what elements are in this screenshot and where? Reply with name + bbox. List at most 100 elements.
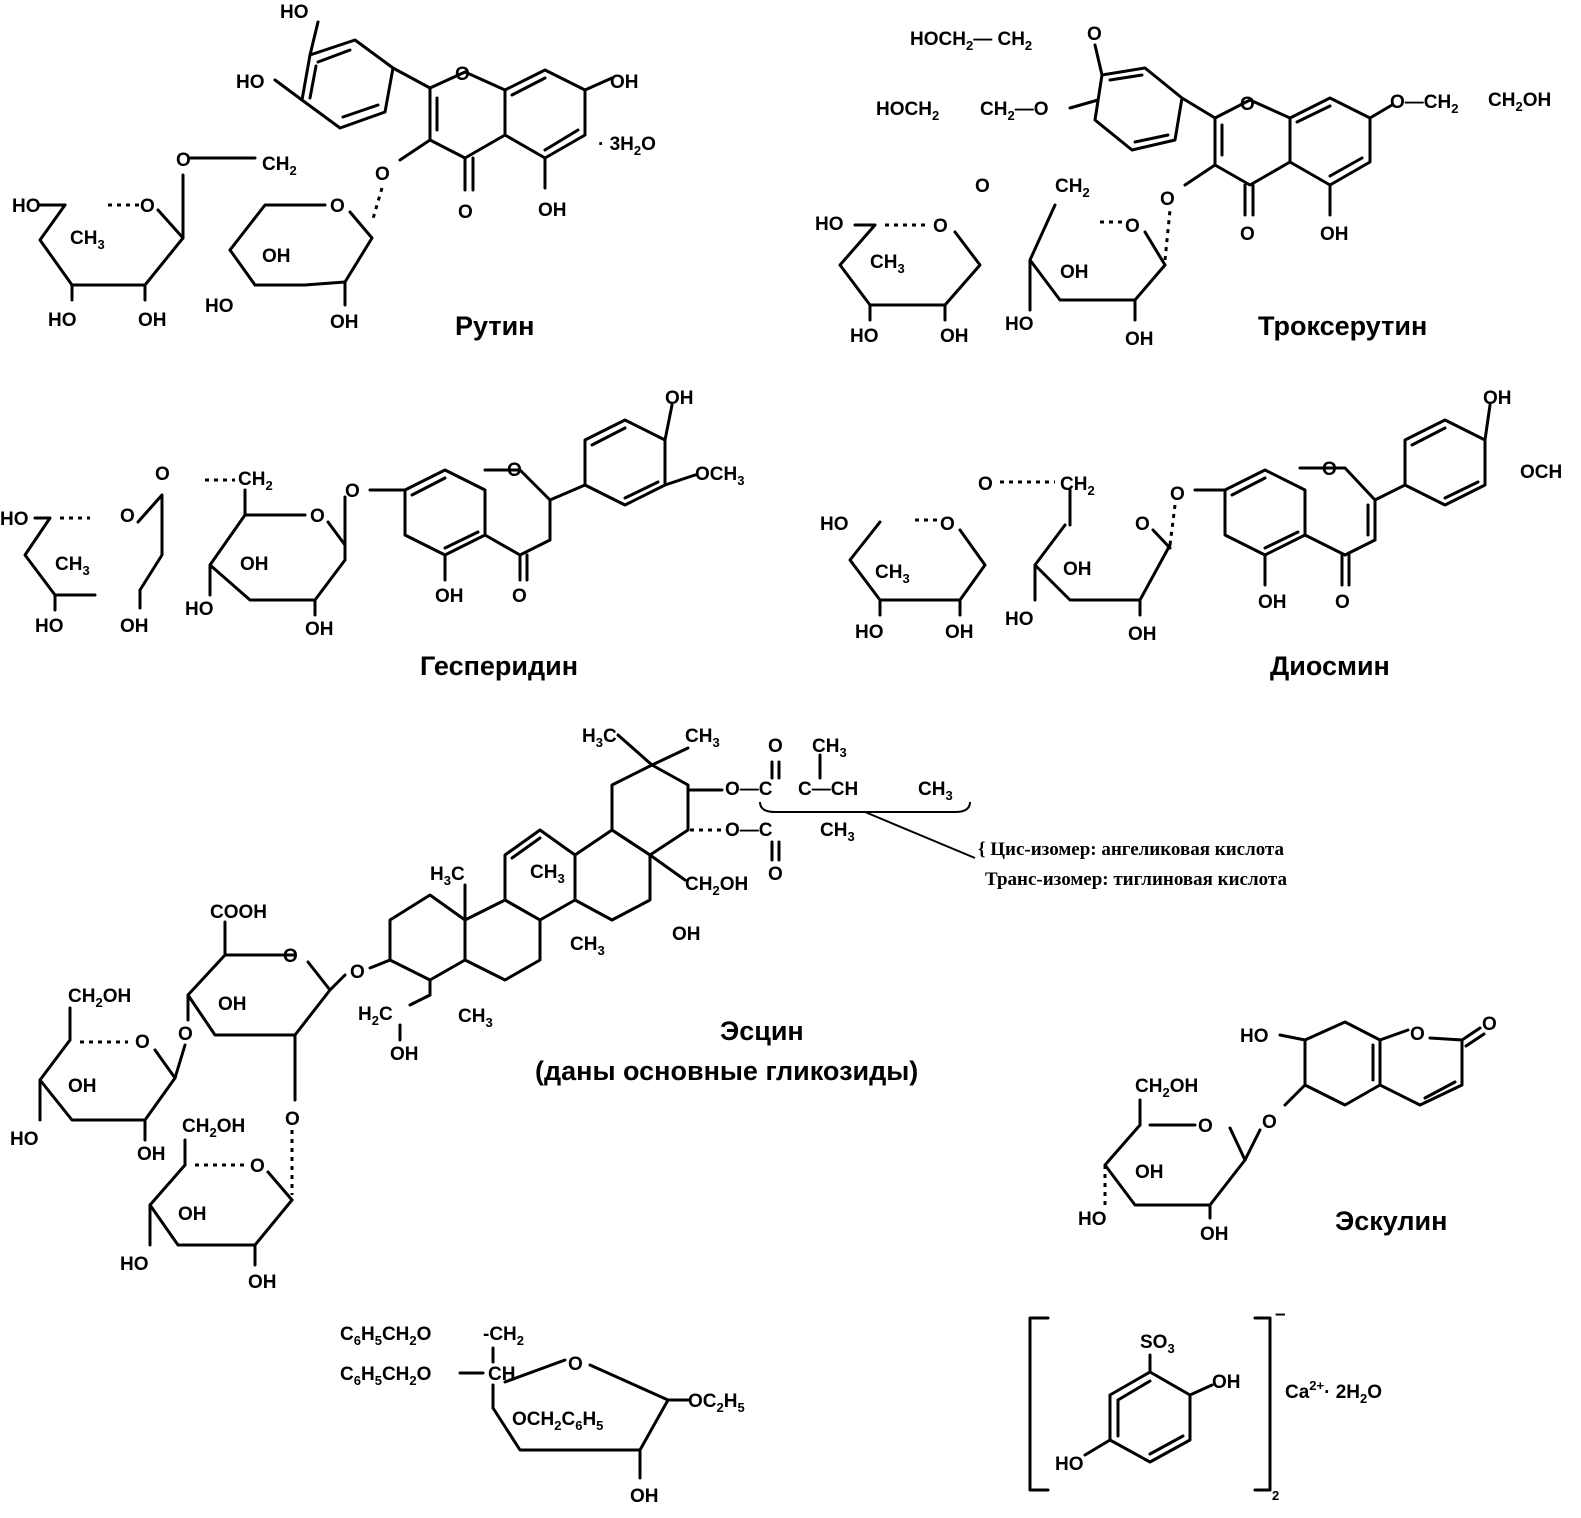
trox-ring-o: O [1240,94,1255,115]
hesperidin-structure: OH OCH3 O O OH O O CH2 OH HO OH O O [0,388,744,681]
esc-glc-ch2oh: CH2OH [1135,1076,1198,1100]
dios-glc-o: O [1135,514,1150,535]
trib-ch: CH [488,1364,515,1385]
dios-keto-o: O [1335,592,1350,613]
hesp-o-7: O [345,481,360,502]
escin-oh-d: OH [672,924,701,945]
trox-och2: O—CH2 [1390,92,1458,116]
rutin-glc-oh: OH [262,246,291,267]
esc-lactone-o: O [1482,1014,1497,1035]
escin-ester2-o: O [768,864,783,885]
trib-bn1: C6H5CH2O [340,1324,431,1348]
dob-two: 2 [1272,1488,1279,1503]
dios-rha-ho: HO [820,514,849,535]
escin-glc2-oh2: OH [248,1272,277,1293]
dios-glc-ho: HO [1005,609,1034,630]
troxerutin-structure: HOCH2— CH2 O HO CH2 CH2—O O O O—CH2 CH2OH… [815,24,1551,350]
hesp-ch2: CH2 [238,469,273,493]
trox-ch2oh: CH2OH [1488,90,1551,114]
dob-ca: Ca2+· 2H2O [1285,1378,1382,1406]
rutin-keto-o: O [458,202,473,223]
hesp-bridge-o: O [155,464,170,485]
escin-structure: H3C CH3 H3C CH3 CH3 CH3 H2C OH CH2OH OH … [10,726,1287,1293]
escin-oh-a: OH [390,1044,419,1065]
escin-glca-oh: OH [218,994,247,1015]
hesp-glc-oh2: OH [305,619,334,640]
dob-minus: – [1275,1304,1286,1325]
escin-h2c: H2C [358,1004,393,1028]
rutin-rha-o: O [140,196,155,217]
rutin-glc-ho: HO [205,296,234,317]
trox-glc-oh: OH [1060,262,1089,283]
trib-ring-o: O [568,1354,583,1375]
dob-oh: OH [1212,1372,1241,1393]
trox-rha-o: O [933,216,948,237]
hesp-och3: OCH3 [695,464,744,488]
escin-glc1-ho: HO [10,1129,39,1150]
escin-glc1-ch2oh: CH2OH [68,986,131,1010]
trox-hoch2-top: HOCH2— CH2 [910,29,1032,53]
escin-note: (даны основные гликозиды) [535,1056,918,1086]
rutin-glc-o: O [330,196,345,217]
escin-ester1-o: O [768,736,783,757]
rutin-o-3: O [375,164,390,185]
escin-glc1-o: O [135,1032,150,1053]
trox-glc-oh2: OH [1125,329,1154,350]
hesp-glc-o: O [310,506,325,527]
escin-cooh: COOH [210,902,267,923]
rutin-bridge-ch2: CH2 [262,154,297,178]
hesp-glc-oh: OH [240,554,269,575]
escin-glc2-ho: HO [120,1254,149,1275]
trib-oc2h5: OC2H5 [688,1391,745,1415]
dob-so3: SO3 [1140,1332,1175,1356]
escin-ch3-b: CH3 [570,934,605,958]
tribenoside-structure: C6H5CH2O -CH2 C6H5CH2O CH O OC2H5 OCH2C6… [340,1324,745,1507]
hesp-rha-ch3: CH3 [55,554,90,578]
trox-bridge-ch2: CH2 [1055,176,1090,200]
dios-ch2: CH2 [1060,474,1095,498]
dios-oh-5: OH [1258,592,1287,613]
escin-glc2-oh: OH [178,1204,207,1225]
dios-rha-oh: OH [945,622,974,643]
trox-oh-5: OH [1320,224,1349,245]
trox-rha-ch3: CH3 [870,252,905,276]
escin-glc1-oh: OH [68,1076,97,1097]
escin-glc2-o: O [250,1156,265,1177]
hesp-oh-5: OH [435,586,464,607]
esc-glc-oh2: OH [1200,1224,1229,1245]
dios-och-cut: OCH [1520,462,1562,483]
escin-chain-ch3: CH3 [812,736,847,760]
trox-bridge-o: O [975,176,990,197]
dios-o-7: O [1170,484,1185,505]
dios-glc-oh: OH [1063,559,1092,580]
escin-glca-o: O [283,946,298,967]
dios-bridge-o: O [978,474,993,495]
escin-name: Эсцин [720,1016,804,1046]
trib-bn2: C6H5CH2O [340,1364,431,1388]
rutin-name: Рутин [455,311,534,341]
trox-ch2o: CH2—O [980,99,1048,123]
escin-trans-note: Транс-изомер: тиглиновая кислота [985,869,1287,890]
dios-glc-oh2: OH [1128,624,1157,645]
escin-glca-o2: O [285,1109,300,1130]
escin-glca-o3: O [178,1024,193,1045]
dios-rha-o: O [940,514,955,535]
trox-rha-ho: HO [815,214,844,235]
esc-ho: HO [1240,1026,1269,1047]
escin-glc2-ch2oh: CH2OH [182,1116,245,1140]
esc-glc-ho: HO [1078,1209,1107,1230]
trib-ch2: -CH2 [483,1324,524,1348]
hesperidin-name: Гесперидин [420,651,578,681]
hesp-oh-b: OH [665,388,694,409]
diosmin-name: Диосмин [1270,651,1390,681]
rutin-rha-ch3: CH3 [70,228,105,252]
escin-ch3-top: CH3 [685,726,720,750]
dios-rha-ho2: HO [855,622,884,643]
escin-o-3: O [350,962,365,983]
escin-glc1-oh2: OH [137,1144,166,1165]
escin-ester2-ch3: CH3 [820,820,855,844]
escin-ester2: O—C [725,820,773,841]
escin-ch3-c: CH3 [530,862,565,886]
diosmin-structure: OH OCH O O OH O O CH2 O OH HO OH HO [820,388,1562,681]
